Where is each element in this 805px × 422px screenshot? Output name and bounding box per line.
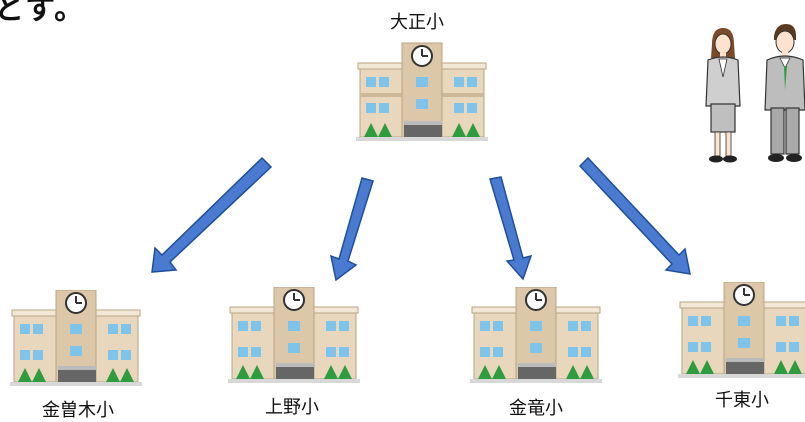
- arrow-to-ueno: [329, 177, 374, 282]
- arrow-to-sento: [578, 156, 691, 275]
- arrow-to-kinryu: [489, 176, 533, 281]
- target-school-icon-kanasogi: [10, 290, 142, 390]
- source-school-icon: [356, 41, 488, 145]
- source-school-label: 大正小: [390, 12, 444, 32]
- clipped-heading-text: とす。: [0, 0, 87, 26]
- target-school-label-kanasogi: 金曽木小: [42, 400, 114, 420]
- target-school-label-sento: 千東小: [715, 390, 769, 410]
- arrow-to-kanasogi: [151, 156, 273, 273]
- target-school-icon-sento: [678, 282, 805, 382]
- target-school-icon-ueno: [228, 287, 360, 387]
- target-school-label-ueno: 上野小: [265, 397, 319, 417]
- male-teacher-icon: [763, 22, 805, 166]
- female-teacher-icon: [702, 26, 744, 166]
- target-school-icon-kinryu: [470, 287, 602, 387]
- target-school-label-kinryu: 金竜小: [509, 398, 563, 418]
